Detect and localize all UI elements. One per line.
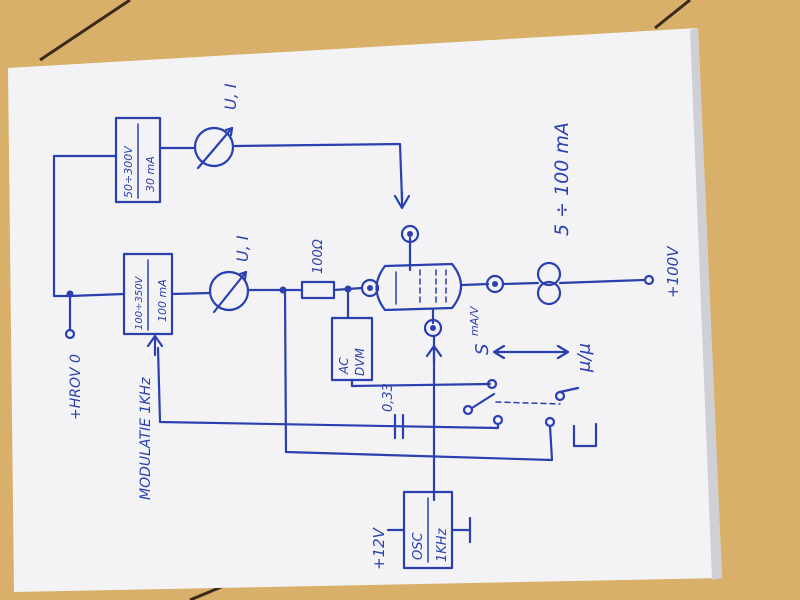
plus12-label: +12V	[370, 526, 388, 570]
heater-loop	[52, 142, 404, 332]
heater-label: +HROV 0	[68, 354, 84, 420]
table-seam-right	[654, 0, 691, 30]
modulation-label: MODULATIE 1KHz	[138, 377, 154, 500]
grid-arrow	[425, 344, 443, 364]
dvm-line1: AC	[337, 357, 351, 375]
table-seam-top	[39, 0, 131, 62]
heater-terminal	[64, 328, 76, 340]
s-label: S	[472, 344, 493, 355]
plus100-label: +100V	[664, 245, 682, 298]
s-unit: mA/V	[468, 305, 481, 336]
psu-heater-range: 50÷300V	[122, 145, 135, 198]
capacitor	[393, 413, 405, 440]
dvm-line2: DVM	[353, 348, 367, 376]
meter-heater-label: U, I	[221, 83, 240, 110]
s-mu-arrow	[492, 344, 570, 360]
paper-sheet	[8, 28, 722, 592]
modulation-arrow	[146, 334, 164, 357]
psu-anode-current: 100 mA	[156, 279, 169, 322]
current-source	[501, 261, 655, 306]
meter-anode-label: U, I	[233, 235, 252, 262]
mu-label: μ/μ	[574, 343, 595, 373]
psu-heater: 50÷300V 30 mA	[114, 116, 162, 204]
psu-heater-current: 30 mA	[144, 156, 157, 192]
osc-line2: 1KHz	[435, 527, 450, 562]
current-range-label: 5 ÷ 100 mA	[551, 122, 573, 236]
osc-line1: OSC	[411, 532, 426, 560]
resistor-label: 100Ω	[311, 239, 326, 274]
capacitor-label: 0,33	[381, 383, 396, 412]
arrow-top	[393, 190, 411, 210]
psu-anode-range: 100÷350V	[134, 275, 145, 330]
paper-shadow	[690, 28, 722, 580]
meter-heater: U, I	[193, 83, 240, 170]
